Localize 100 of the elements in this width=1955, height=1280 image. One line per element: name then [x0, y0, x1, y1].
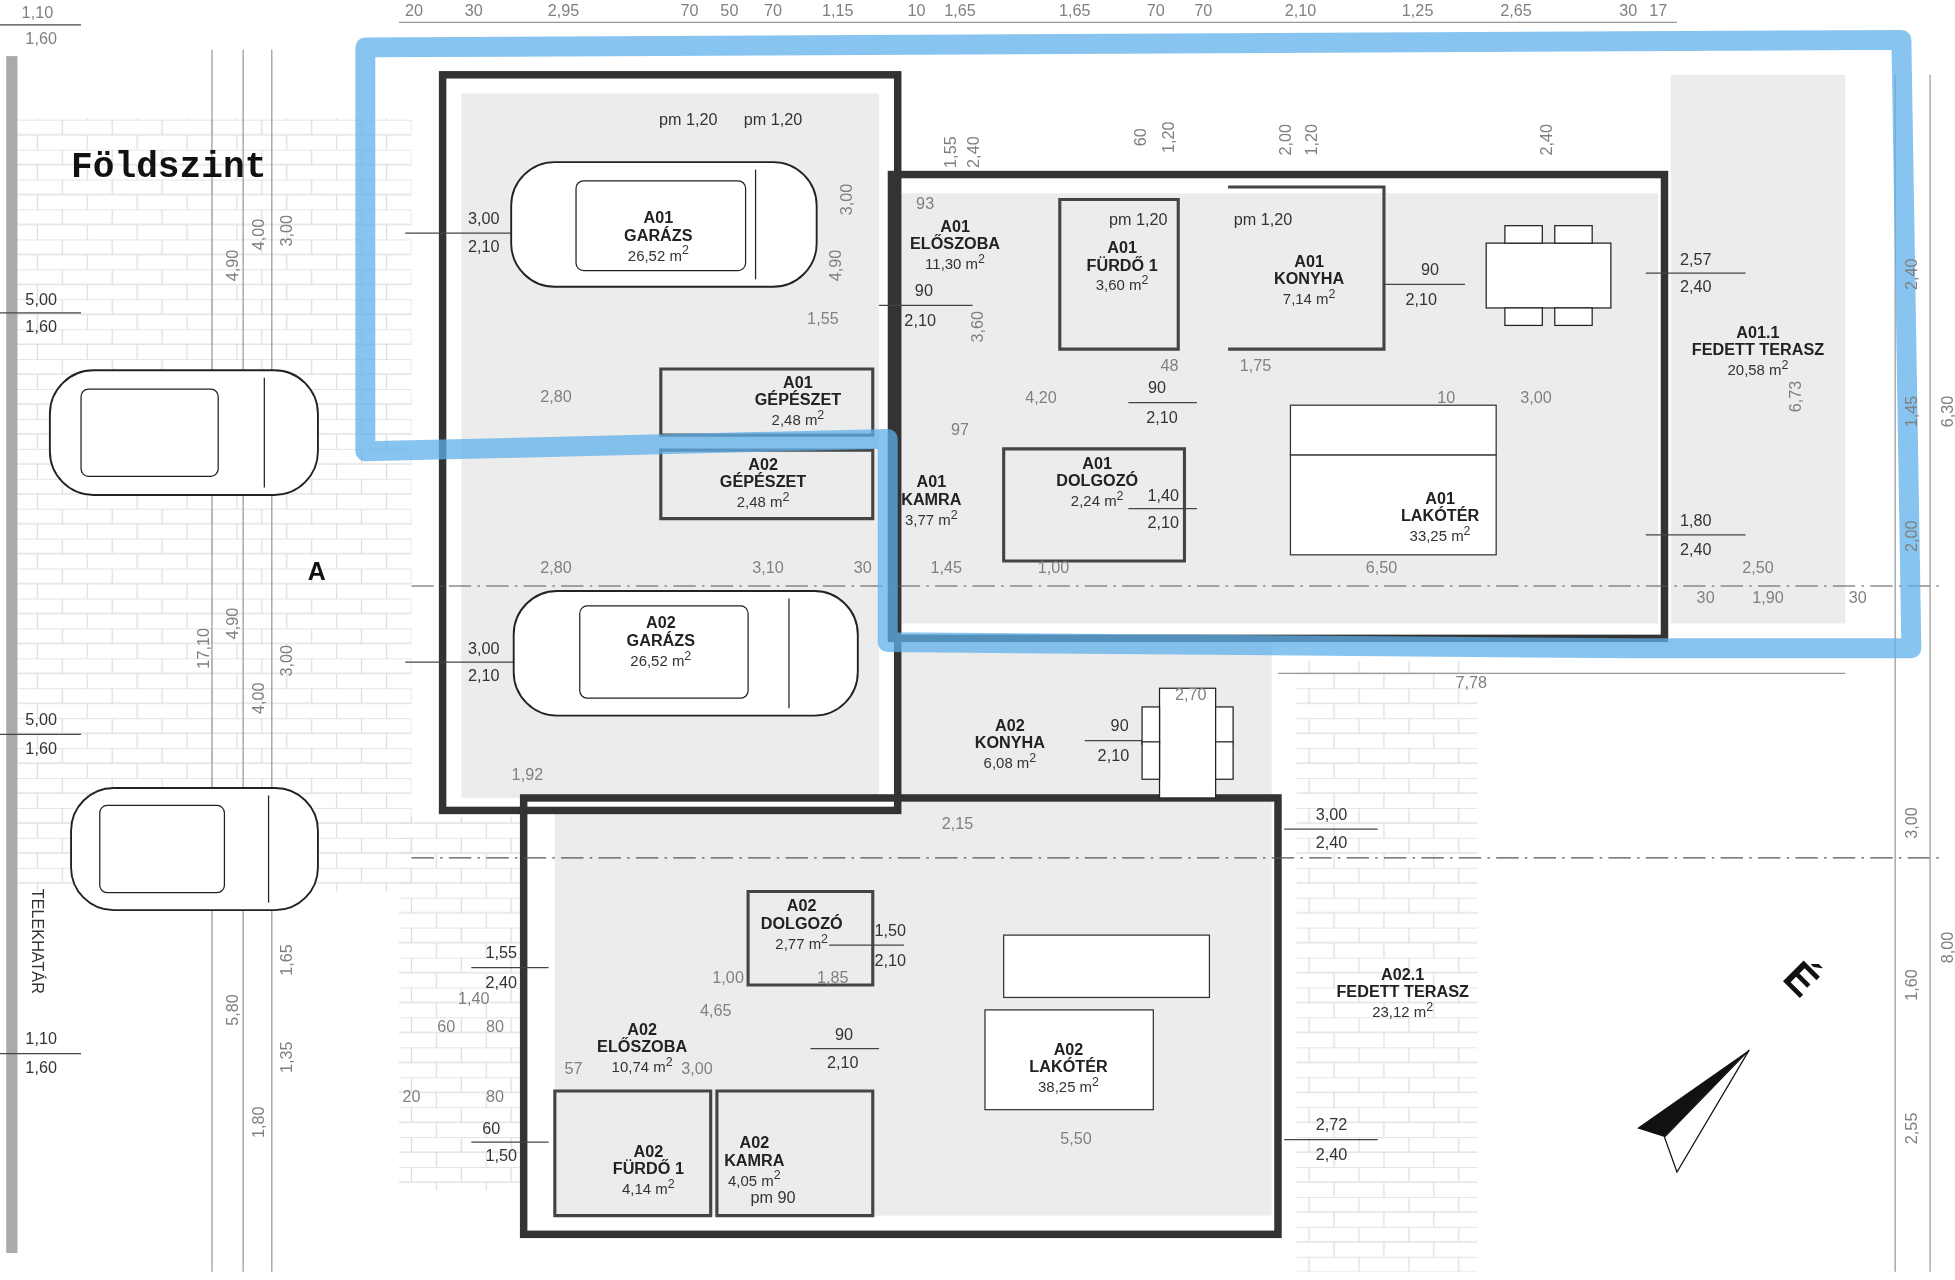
floor-title: Földszint	[71, 147, 267, 189]
room-name: KAMRA	[724, 1152, 785, 1170]
dimension-text: 2,70	[1174, 686, 1207, 703]
dimension-text: 10	[1437, 389, 1456, 406]
room-number: A01	[1107, 239, 1137, 257]
dimension-text: 70	[680, 1, 699, 19]
dimension-text: 50	[720, 1, 739, 19]
dimension-text: 1,40	[1147, 486, 1180, 504]
dimension-text: 1,20	[1303, 123, 1320, 156]
dimension-text: 17,10	[195, 628, 212, 669]
room-name: LAKÓTÉR	[1400, 507, 1480, 525]
room-area: 2,48 m$^{2}$	[771, 409, 825, 429]
dimension-text: 2,10	[1146, 409, 1178, 426]
dimension-text: 1,60	[25, 30, 57, 47]
dimension-text: 2,40	[1903, 258, 1920, 291]
dimension-text: 2,10	[874, 951, 906, 969]
dimension-text: 1,80	[250, 1106, 267, 1138]
room-name: KONYHA	[974, 734, 1046, 752]
dimension-text: 20	[404, 1, 423, 19]
room-area: 7,14 m$^{2}$	[1282, 288, 1336, 308]
room-name: DOLGOZÓ	[1056, 472, 1139, 491]
dimension-text: pm 1,20	[1233, 211, 1293, 228]
dimension-text: 70	[764, 1, 783, 19]
dimension-text: 57	[564, 1060, 583, 1077]
dimension-text: 5,50	[1060, 1130, 1092, 1147]
dimension-text: 1,90	[1752, 589, 1784, 606]
dimension-text: 1,35	[278, 1041, 295, 1074]
dimension-text: 30	[464, 1, 483, 19]
dimension-text: 1,45	[1903, 395, 1920, 428]
dimension-text: 5,00	[25, 291, 57, 308]
dimension-text: 3,00	[468, 210, 500, 227]
dimension-text: 1,80	[1679, 511, 1712, 528]
dimension-text: 1,25	[1401, 1, 1434, 19]
room-name: ELŐSZOBA	[597, 1038, 688, 1057]
dimension-text: 1,60	[25, 740, 57, 757]
room-name: GÉPÉSZET	[719, 473, 807, 492]
dimension-text: 3,00	[838, 183, 855, 216]
dimension-text: 3,00	[1315, 806, 1348, 823]
room-area: 6,08 m$^{2}$	[983, 751, 1037, 772]
room-number: A02	[995, 716, 1025, 735]
room-number: A01	[643, 209, 674, 227]
room-name: FÜRDŐ 1	[612, 1160, 684, 1179]
dimension-text: 2,10	[1405, 291, 1438, 308]
dimension-text: 1,65	[944, 1, 976, 19]
room-area: 26,52 m$^{2}$	[627, 244, 689, 265]
room-number: A01	[1294, 253, 1324, 271]
room-name: FÜRDŐ 1	[1086, 256, 1158, 275]
room-name: ELŐSZOBA	[910, 235, 1001, 254]
dimension-text: 4,90	[827, 249, 844, 282]
dimension-text: 1,55	[941, 136, 959, 168]
dimension-text: 2,00	[1277, 123, 1294, 156]
room-area: 2,48 m$^{2}$	[736, 491, 790, 512]
dimension-text: pm 1,20	[1109, 211, 1168, 228]
room-area: 33,25 m$^{2}$	[1409, 525, 1471, 545]
room-number: A02	[786, 897, 817, 916]
dimension-text: 70	[1194, 1, 1213, 19]
dimension-text: 2,40	[1315, 834, 1348, 851]
dimension-text: 2,40	[1679, 541, 1712, 558]
dimension-text: 4,90	[223, 249, 240, 282]
room-number: A02.1	[1381, 966, 1425, 984]
dimension-text: 60	[482, 1120, 501, 1137]
dimension-text: 4,00	[250, 218, 267, 251]
dimension-text: 4,65	[699, 1001, 732, 1018]
north-label: É	[1776, 953, 1827, 1004]
dimension-text: 1,50	[485, 1147, 517, 1164]
dimension-text: 2,10	[1284, 1, 1317, 19]
room-name: DOLGOZÓ	[760, 915, 843, 933]
room-area: 2,77 m$^{2}$	[775, 932, 829, 953]
dimension-text: 1,10	[25, 1030, 57, 1047]
dimension-text: 2,72	[1315, 1116, 1348, 1133]
dimension-text: 5,80	[223, 994, 240, 1026]
dimension-text: 1,00	[1037, 559, 1070, 576]
dimension-text: 3,00	[1520, 389, 1552, 406]
room-area: 2,24 m$^{2}$	[1070, 490, 1124, 510]
dimension-text: 2,40	[485, 974, 517, 991]
room-number: A01.1	[1736, 324, 1780, 342]
dimension-text: 1,60	[25, 318, 57, 335]
dimension-text: 2,00	[1903, 520, 1920, 552]
dimension-text: 60	[1132, 128, 1149, 147]
room-name: KONYHA	[1274, 270, 1345, 289]
room-area: 4,05 m$^{2}$	[727, 1169, 781, 1190]
dimension-text: 1,00	[712, 969, 744, 986]
dimension-text: 90	[914, 282, 933, 299]
dimension-text: pm 90	[750, 1188, 796, 1206]
room-name: GARÁZS	[624, 226, 693, 245]
room-area: 3,77 m$^{2}$	[905, 508, 958, 529]
dimension-text: 1,50	[874, 922, 906, 939]
dimension-text: 2,15	[941, 814, 974, 831]
dimension-text: 93	[916, 195, 935, 212]
dimension-text: 90	[1421, 261, 1440, 278]
dimension-text: 1,55	[485, 944, 517, 961]
dimension-text: 1,60	[25, 1059, 57, 1076]
dimension-text: 17	[1649, 1, 1668, 19]
dimension-text: 2,55	[1903, 1112, 1920, 1145]
dimension-text: 2,40	[1537, 123, 1555, 156]
room-area: 26,52 m$^{2}$	[630, 649, 692, 670]
dimension-text: 4,90	[223, 607, 240, 640]
room-number: A01	[940, 218, 970, 236]
dimension-text: 2,10	[468, 667, 500, 684]
dimension-text: 2,10	[1097, 747, 1130, 764]
